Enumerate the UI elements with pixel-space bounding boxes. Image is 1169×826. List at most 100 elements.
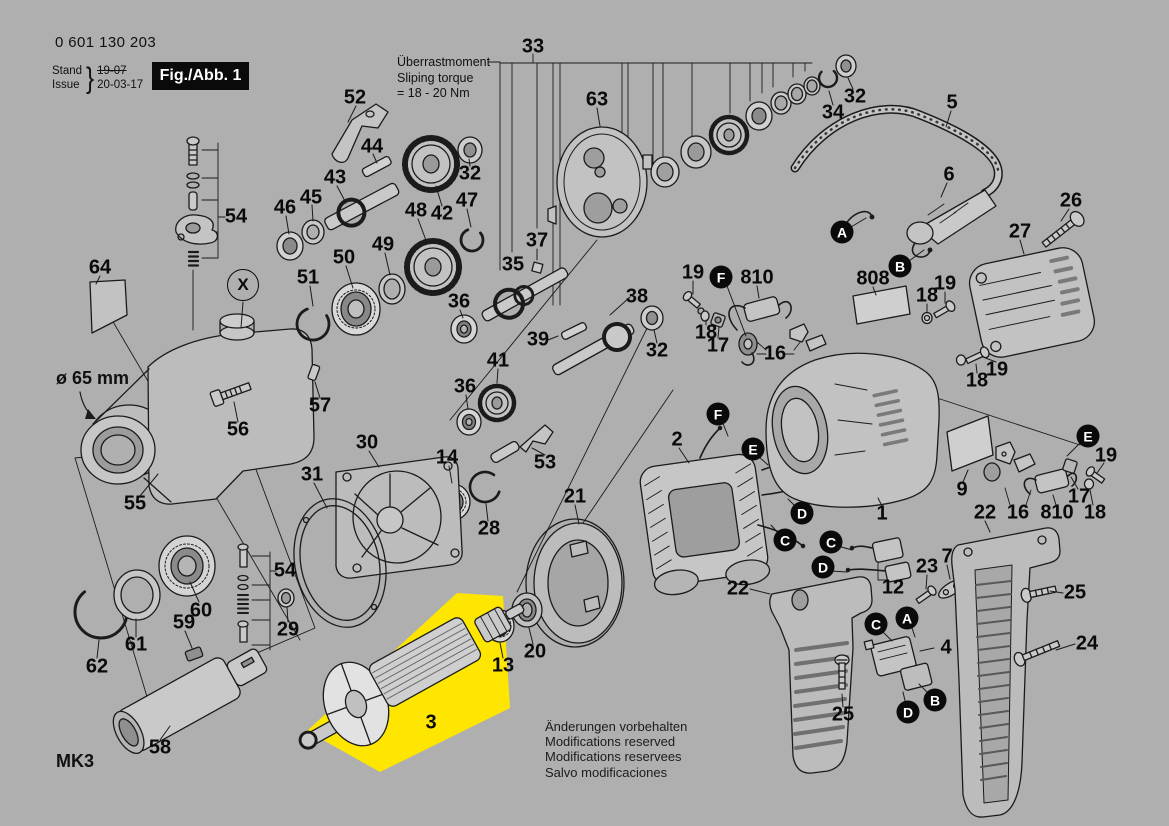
- part-number-label: 9: [956, 478, 968, 501]
- wiring-marker: A: [830, 220, 854, 244]
- part-number-label: 51: [296, 266, 320, 289]
- part-number-label: 63: [585, 88, 609, 111]
- new-revision-date: 20-03-17: [97, 78, 144, 91]
- part-number-label: 62: [85, 655, 109, 678]
- modifications-note-line: Modifications reservees: [545, 749, 682, 765]
- part-number-label: 25: [1063, 581, 1087, 604]
- part-number-label: 808: [856, 267, 890, 290]
- wiring-marker: D: [790, 501, 814, 525]
- part-number-label: 33: [521, 35, 545, 58]
- part-number-label: 43: [323, 166, 347, 189]
- part-number-label: 19: [1094, 444, 1118, 467]
- part-number-label: 18: [694, 321, 718, 344]
- part-number-label: 19: [933, 272, 957, 295]
- wiring-marker: F: [706, 402, 730, 426]
- part-number-label: 4: [940, 636, 952, 659]
- part-number-label: 25: [831, 703, 855, 726]
- part-number-label: 35: [501, 253, 525, 276]
- wiring-marker: C: [773, 528, 797, 552]
- clutch-assembly-group: [547, 54, 857, 238]
- wiring-marker: E: [1076, 424, 1100, 448]
- brush-holder-group: [845, 537, 964, 605]
- wiring-marker: B: [923, 688, 947, 712]
- housing-screws: [921, 300, 990, 366]
- part-number-label: 56: [226, 418, 250, 441]
- part-number-label: 31: [300, 463, 324, 486]
- torque-note-line: Überrastmoment: [397, 55, 491, 69]
- part-number-label: 38: [625, 285, 649, 308]
- armature-group: [298, 603, 525, 750]
- switch-group: [863, 636, 933, 691]
- variant-marker: X: [227, 269, 259, 301]
- part-number-label: 810: [1040, 501, 1074, 524]
- part-number-label: 22: [726, 577, 750, 600]
- part-number-label: 32: [843, 85, 867, 108]
- wiring-marker: D: [811, 555, 835, 579]
- part-number-label: 60: [189, 599, 213, 622]
- modifications-note-line: Änderungen vorbehalten: [545, 719, 688, 734]
- part-number-label: 6: [943, 163, 955, 186]
- wiring-marker: E: [741, 437, 765, 461]
- suppressor-group-left: [682, 290, 827, 366]
- part-number-label: 13: [491, 654, 515, 677]
- part-number-label: 12: [881, 576, 905, 599]
- gear-housing-group: [79, 313, 321, 505]
- part-number-label: 22: [973, 501, 997, 524]
- wiring-marker: C: [864, 612, 888, 636]
- part-number-label: 58: [148, 736, 172, 759]
- gear-train-group: [276, 103, 664, 521]
- part-number-label: 18: [965, 369, 989, 392]
- part-number-label: 18: [1083, 501, 1107, 524]
- part-number-label: 810: [740, 266, 774, 289]
- part-number-label: 30: [355, 431, 379, 454]
- detent-lever-stack: [89, 136, 219, 334]
- end-cap-group: [968, 210, 1096, 358]
- issue-label: Issue: [52, 78, 80, 91]
- revision-block: Stand Issue } 19-07 20-03-17: [52, 61, 144, 95]
- torque-note-line: = 18 - 20 Nm: [397, 86, 470, 100]
- wiring-marker: A: [895, 606, 919, 630]
- part-number-label: 19: [985, 358, 1009, 381]
- wiring-marker: B: [888, 254, 912, 278]
- part-number-label: 42: [430, 202, 454, 225]
- part-number-label: 54: [224, 205, 248, 228]
- part-number-label: 46: [273, 196, 297, 219]
- part-number-label: 54: [273, 559, 297, 582]
- part-number-label: 44: [360, 135, 384, 158]
- part-number-label: 53: [533, 451, 557, 474]
- part-number-label: 36: [453, 375, 477, 398]
- part-number-label: 32: [645, 339, 669, 362]
- part-number-label: 3: [425, 711, 437, 734]
- part-number-label: 27: [1008, 220, 1032, 243]
- spindle-group: [73, 535, 295, 754]
- wiring-marker: F: [709, 265, 733, 289]
- taper-note: MK3: [56, 751, 95, 771]
- part-number-label: 57: [308, 394, 332, 417]
- part-number-label: 7: [941, 545, 953, 568]
- part-number-label: 47: [455, 189, 479, 212]
- part-number-label: 29: [276, 618, 300, 641]
- stand-label: Stand: [52, 65, 83, 77]
- torque-note-line: Sliping torque: [397, 70, 474, 85]
- part-number-label: 16: [763, 342, 787, 365]
- part-number-label: 49: [371, 233, 395, 256]
- part-number-label: 17: [706, 334, 730, 357]
- part-number-label: 61: [124, 633, 148, 656]
- part-number-label: 59: [172, 611, 196, 634]
- document-number: 0 601 130 203: [55, 34, 157, 51]
- part-number-label: 48: [404, 199, 428, 222]
- part-number-label: 64: [88, 256, 112, 279]
- part-number-label: 34: [821, 101, 845, 124]
- part-number-label: 32: [458, 162, 482, 185]
- part-number-label: 5: [946, 91, 958, 114]
- diameter-note: ø 65 mm: [56, 368, 130, 388]
- part-number-label: 18: [915, 284, 939, 307]
- part-number-label: 20: [523, 640, 547, 663]
- part-number-label: 23: [915, 555, 939, 578]
- part-number-label: 2: [671, 428, 683, 451]
- part-number-label: 52: [343, 86, 367, 109]
- old-revision-date: 19-07: [97, 65, 127, 77]
- revision-brace: }: [86, 61, 95, 95]
